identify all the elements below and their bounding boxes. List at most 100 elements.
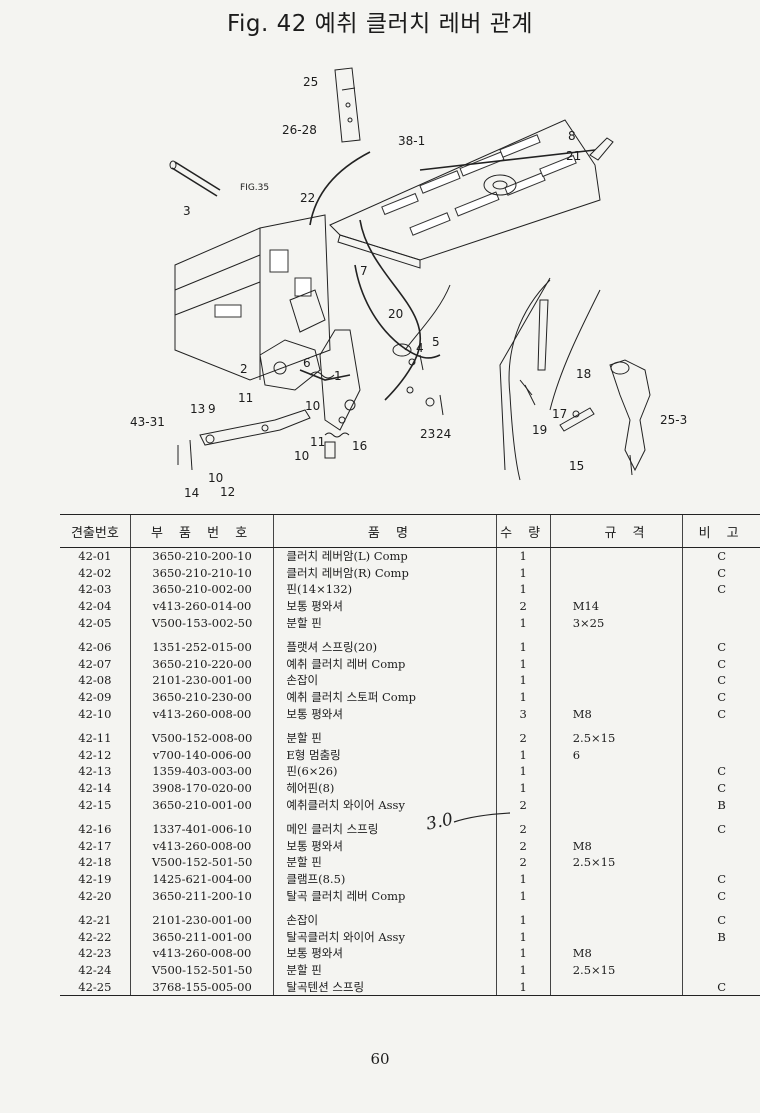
cell-part-name: 보통 평와셔 — [273, 837, 496, 855]
cell-ref-no: 42-02 — [78, 565, 112, 580]
cell-spec — [549, 655, 683, 673]
col-header-part-no: 부 품 번 호 — [129, 514, 274, 548]
cell-remark: C — [682, 581, 760, 598]
callout: 38-1 — [398, 134, 425, 148]
callout: 12 — [220, 485, 235, 499]
cell-part-name: 손잡이 — [273, 672, 496, 689]
cell-spec: M8 — [549, 705, 683, 722]
cell-ref-no: 42-01 — [78, 549, 112, 564]
cell-part-no: 1351-252-015-00 — [129, 630, 274, 656]
cell-qty: 1 — [495, 688, 551, 706]
cell-part-name: 플랫셔 스프링(20) — [273, 630, 496, 656]
callout: 10 — [208, 471, 223, 485]
small-washers — [406, 354, 444, 416]
callout: 4 — [416, 341, 424, 355]
cell-spec: 2.5×15 — [549, 854, 683, 871]
cell-qty: 1 — [495, 870, 551, 888]
cell-spec — [549, 870, 683, 888]
cell-part-no: 3650-210-002-00 — [129, 581, 274, 598]
exploded-parts-diagram: 25 26-28 38-1 8 21 3 FIG.35 22 7 20 4 5 … — [130, 67, 687, 500]
cell-spec — [549, 581, 683, 598]
callout: 23 — [420, 427, 435, 441]
cell-ref-no: 42-23 — [78, 946, 112, 961]
cell-remark: C — [682, 705, 760, 722]
cell-remark: B — [682, 928, 760, 946]
callout: 25-3 — [660, 413, 687, 427]
callout: 10 — [305, 399, 320, 413]
cell-remark: C — [682, 547, 760, 565]
cell-part-name: 탈곡클러치 와이어 Assy — [273, 928, 496, 946]
callout: 20 — [388, 307, 403, 321]
callout: 3 — [183, 204, 191, 218]
page-title: Fig. 42 예취 클러치 레버 관계 — [226, 11, 534, 37]
callout: 26-28 — [282, 123, 317, 137]
cell-qty: 1 — [495, 746, 551, 764]
cell-remark — [682, 945, 760, 962]
frame-plate — [329, 119, 601, 269]
page-number: 60 — [370, 1050, 390, 1068]
cell-qty: 2 — [495, 837, 551, 855]
cell-spec: M14 — [549, 597, 683, 615]
cell-qty: 1 — [495, 672, 551, 689]
cell-ref-no: 42-18 — [78, 855, 112, 870]
col-header-remark: 비 고 — [682, 514, 760, 548]
chassis-frame — [174, 214, 331, 381]
cell-ref-no: 42-24 — [78, 962, 112, 977]
cell-remark: C — [682, 887, 760, 904]
cell-remark: C — [682, 763, 760, 780]
cell-spec — [549, 688, 683, 706]
cell-remark — [682, 597, 760, 615]
callout: 8 — [568, 129, 576, 143]
col-header-qty: 수 량 — [495, 514, 551, 548]
callout: 13 — [190, 402, 205, 416]
callout: 9 — [208, 402, 216, 416]
cell-part-no: v700-140-006-00 — [129, 746, 274, 764]
threshing-clutch-sub-assembly — [499, 277, 651, 476]
cell-part-name: 보통 평와셔 — [273, 705, 496, 722]
cell-remark — [682, 746, 760, 764]
lever-part-20 — [354, 264, 451, 366]
cell-ref-no: 42-17 — [78, 838, 112, 853]
cell-remark: C — [682, 672, 760, 689]
cell-remark: B — [682, 796, 760, 813]
cell-remark: C — [682, 903, 760, 929]
callout: 18 — [576, 367, 591, 381]
cell-spec — [549, 812, 683, 838]
callout: 19 — [532, 423, 547, 437]
callout: 17 — [552, 407, 567, 421]
callout-labels: 25 26-28 38-1 8 21 3 FIG.35 22 7 20 4 5 … — [130, 75, 687, 500]
cell-ref-no: 42-09 — [78, 690, 112, 705]
cell-qty: 1 — [495, 945, 551, 962]
cell-ref-no: 42-08 — [78, 673, 112, 688]
cell-qty: 1 — [495, 887, 551, 904]
cell-part-name: 예취 클러치 스토퍼 Comp — [273, 688, 496, 706]
cell-qty: 1 — [495, 655, 551, 673]
callout: 11 — [238, 391, 253, 405]
callout: 11 — [310, 435, 325, 449]
cell-remark — [682, 837, 760, 855]
lever-part-43-31 — [177, 409, 311, 471]
cell-part-name: 분할 핀 — [273, 854, 496, 871]
cell-qty: 1 — [495, 961, 551, 979]
cell-qty: 2 — [495, 721, 551, 747]
cell-remark: C — [682, 870, 760, 888]
cell-part-name: 예취 클러치 레버 Comp — [273, 655, 496, 673]
callout: 1 — [334, 369, 342, 383]
cell-qty: 1 — [495, 547, 551, 565]
cell-ref-no: 42-15 — [78, 797, 112, 812]
cell-spec — [549, 779, 683, 797]
cell-ref-no: 42-14 — [78, 781, 112, 796]
cell-part-no: 1337-401-006-10 — [129, 812, 274, 838]
